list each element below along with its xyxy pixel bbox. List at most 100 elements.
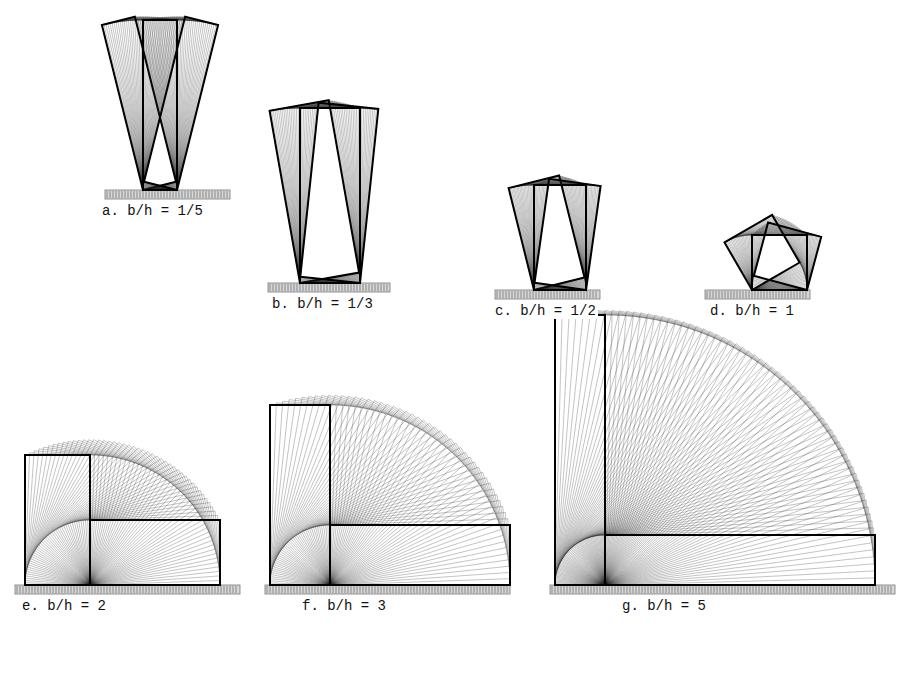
ground-hatch — [582, 586, 583, 593]
ground-hatch — [699, 586, 700, 593]
block-trace — [143, 18, 193, 191]
ground-hatch — [746, 291, 747, 298]
ground-hatch — [285, 284, 286, 291]
ground-hatch — [609, 586, 610, 593]
ground-hatch — [375, 284, 376, 291]
block-trace — [555, 313, 619, 585]
ground-hatch — [509, 291, 510, 298]
ground-hatch — [194, 586, 195, 593]
ground-hatch — [474, 586, 475, 593]
ground-hatch — [113, 191, 114, 198]
ground-hatch — [771, 586, 772, 593]
ground-hatch — [152, 586, 153, 593]
ground-hatch — [489, 586, 490, 593]
ground-hatch — [233, 586, 234, 593]
ground-hatch — [408, 586, 409, 593]
ground-hatch — [357, 586, 358, 593]
ground-hatch — [606, 586, 607, 593]
block-trace — [274, 395, 392, 585]
block-trace — [752, 231, 811, 290]
block-outline — [300, 108, 360, 283]
ground-hatch — [855, 586, 856, 593]
ground-hatch — [179, 191, 180, 198]
ground-hatch — [801, 586, 802, 593]
ground-hatch — [651, 586, 652, 593]
ground-hatch — [530, 291, 531, 298]
panel-drawing — [265, 395, 510, 594]
ground-hatch — [182, 586, 183, 593]
ground-hatch — [170, 191, 171, 198]
ground-hatch — [579, 586, 580, 593]
ground-hatch — [816, 586, 817, 593]
ground-hatch — [306, 284, 307, 291]
ground-hatch — [53, 586, 54, 593]
ground-hatch — [354, 284, 355, 291]
ground-hatch — [735, 586, 736, 593]
ground-hatch — [161, 586, 162, 593]
ground-hatch — [125, 586, 126, 593]
ground-hatch — [740, 291, 741, 298]
ground-hatch — [588, 586, 589, 593]
ground-hatch — [621, 586, 622, 593]
ground-hatch — [555, 586, 556, 593]
ground-hatch — [773, 291, 774, 298]
ground-hatch — [822, 586, 823, 593]
ground-hatch — [194, 191, 195, 198]
ground-hatch — [501, 586, 502, 593]
ground-hatch — [267, 586, 268, 593]
ground-hatch — [564, 586, 565, 593]
ground-hatch — [110, 191, 111, 198]
ground-hatch — [336, 586, 337, 593]
ground-hatch — [161, 191, 162, 198]
ground-hatch — [309, 284, 310, 291]
panel-label: f. b/h = 3 — [300, 598, 388, 614]
ground-hatch — [354, 586, 355, 593]
ground-hatch — [372, 586, 373, 593]
ground-hatch — [227, 586, 228, 593]
ground-hatch — [696, 586, 697, 593]
block-trace — [271, 397, 367, 586]
ground-hatch — [636, 586, 637, 593]
ground-hatch — [777, 586, 778, 593]
ground-hatch — [767, 291, 768, 298]
block-trace — [37, 442, 166, 585]
ground-hatch — [660, 586, 661, 593]
ground-hatch — [593, 291, 594, 298]
ground-hatch — [372, 284, 373, 291]
block-trace — [58, 464, 203, 585]
ground-hatch — [59, 586, 60, 593]
block-trace — [270, 401, 343, 585]
ground-hatch — [294, 586, 295, 593]
ground-hatch — [615, 586, 616, 593]
ground-hatch — [792, 586, 793, 593]
ground-hatch — [282, 586, 283, 593]
ground-hatch — [714, 586, 715, 593]
ground-hatch — [348, 284, 349, 291]
ground-hatch — [891, 586, 892, 593]
panel-label: b. b/h = 1/3 — [270, 296, 375, 312]
ground-hatch — [285, 586, 286, 593]
ground-strip — [495, 290, 600, 299]
ground-hatch — [203, 586, 204, 593]
block-trace — [144, 17, 210, 190]
ground-hatch — [846, 586, 847, 593]
ground-hatch — [702, 586, 703, 593]
ground-hatch — [569, 291, 570, 298]
ground-hatch — [657, 586, 658, 593]
ground-strip — [705, 290, 810, 299]
ground-hatch — [681, 586, 682, 593]
ground-hatch — [86, 586, 87, 593]
block-outline — [102, 17, 176, 190]
panel-drawing — [102, 17, 230, 199]
ground-hatch — [819, 586, 820, 593]
ground-hatch — [339, 586, 340, 593]
ground-hatch — [720, 586, 721, 593]
ground-hatch — [780, 586, 781, 593]
ground-hatch — [315, 586, 316, 593]
block-trace — [295, 431, 476, 585]
ground-hatch — [861, 586, 862, 593]
ground-hatch — [134, 586, 135, 593]
ground-hatch — [590, 291, 591, 298]
ground-hatch — [188, 191, 189, 198]
